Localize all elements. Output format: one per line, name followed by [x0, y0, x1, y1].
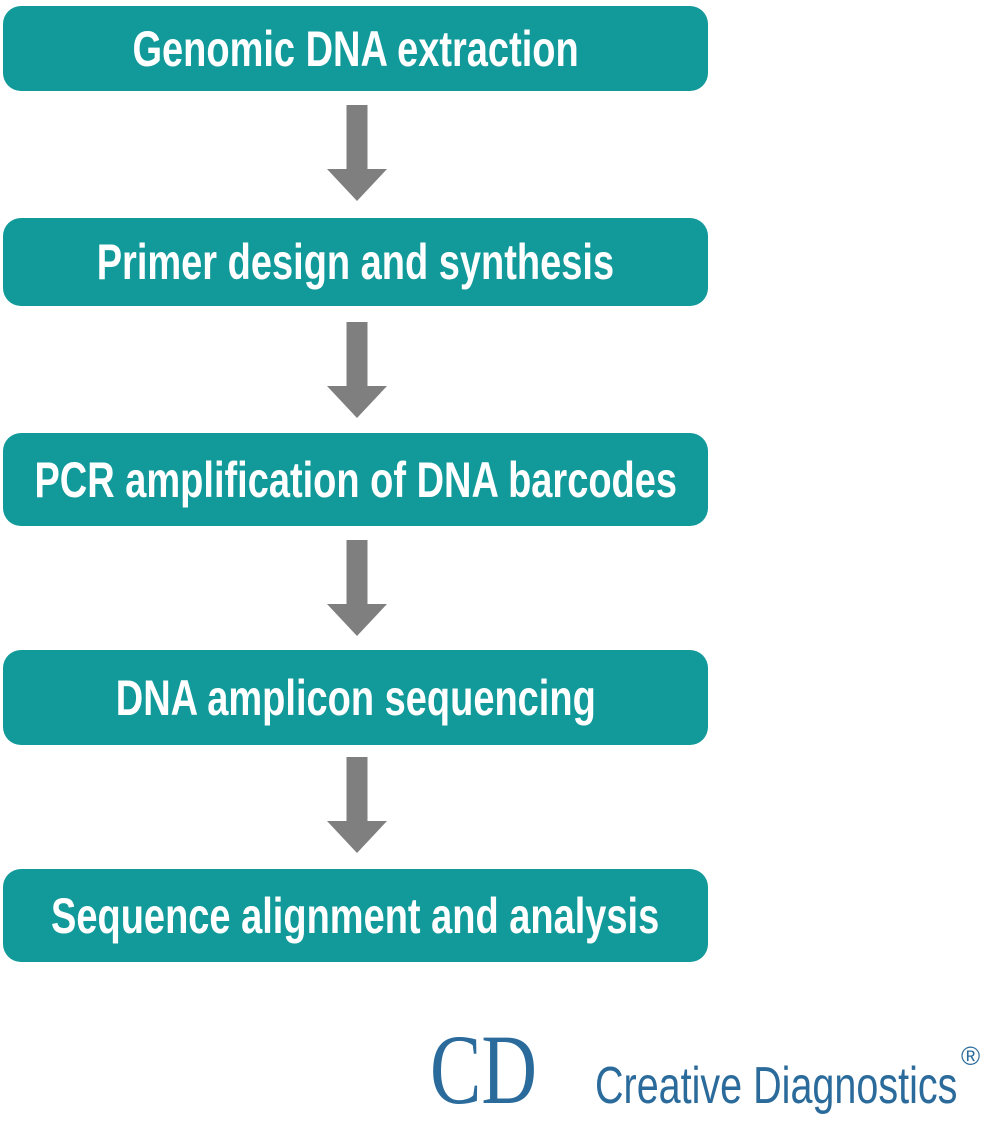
step-box-dna-amplicon-sequencing: DNA amplicon sequencing	[3, 650, 708, 745]
step-box-sequence-alignment-and-analysis: Sequence alignment and analysis	[3, 869, 708, 962]
down-arrow-icon	[327, 105, 387, 201]
step-box-pcr-amplification-of-dna-barcodes: PCR amplification of DNA barcodes	[3, 433, 708, 526]
logo-company-name: Creative Diagnostics	[595, 1057, 958, 1115]
step-label: DNA amplicon sequencing	[115, 669, 596, 726]
step-label: Genomic DNA extraction	[132, 20, 579, 77]
down-arrow-icon	[327, 540, 387, 636]
step-box-primer-design-and-synthesis: Primer design and synthesis	[3, 218, 708, 306]
down-arrow-icon	[327, 757, 387, 853]
step-label: Primer design and synthesis	[96, 234, 615, 290]
step-label: Sequence alignment and analysis	[51, 887, 660, 944]
down-arrow-icon	[327, 322, 387, 418]
step-label: PCR amplification of DNA barcodes	[34, 451, 677, 508]
logo-cd-monogram: CD	[430, 1014, 537, 1125]
creative-diagnostics-logo: CD Creative Diagnostics ®	[430, 1020, 980, 1120]
step-box-genomic-dna-extraction: Genomic DNA extraction	[3, 6, 708, 91]
registered-trademark-icon: ®	[961, 1041, 981, 1071]
